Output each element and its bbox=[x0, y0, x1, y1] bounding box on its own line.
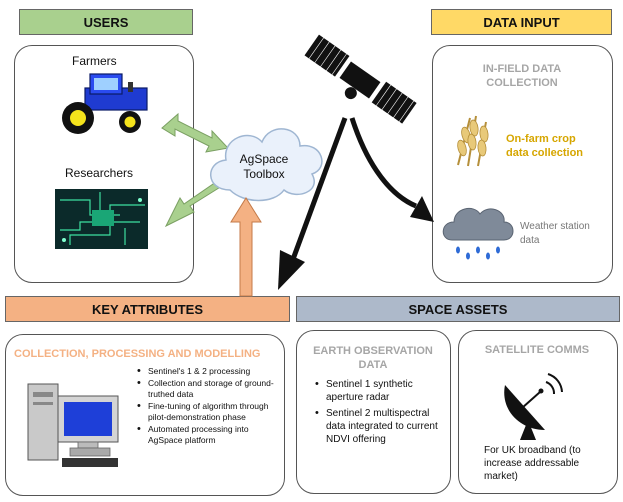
key-attributes-header: KEY ATTRIBUTES bbox=[5, 296, 290, 322]
researchers-label: Researchers bbox=[65, 166, 134, 180]
eo-list: Sentinel 1 synthetic aperture radar Sent… bbox=[314, 378, 446, 447]
satellite-icon bbox=[303, 33, 418, 125]
circuit-board-icon bbox=[55, 189, 148, 249]
key-attributes-header-label: KEY ATTRIBUTES bbox=[92, 301, 203, 317]
in-field-title: IN-FIELD DATA COLLECTION bbox=[482, 63, 562, 89]
weather-label: Weather station data bbox=[520, 221, 590, 246]
satellite-data-input-arrow bbox=[349, 117, 434, 222]
data-input-card bbox=[432, 45, 613, 283]
data-input-header-label: DATA INPUT bbox=[483, 14, 560, 30]
key-attributes-toolbox-arrow bbox=[230, 197, 262, 297]
key-attribute-item: Collection and storage of ground-truthed… bbox=[137, 378, 276, 400]
eo-bullets: Sentinel 1 synthetic aperture radar Sent… bbox=[314, 378, 446, 446]
eo-bullet-item: Sentinel 1 synthetic aperture radar bbox=[315, 378, 446, 404]
users-toolbox-double-arrow bbox=[161, 112, 229, 153]
satcom-text: For UK broadband (to increase addressabl… bbox=[484, 445, 581, 482]
users-header-label: USERS bbox=[83, 14, 129, 30]
cpm-title: COLLECTION, PROCESSING AND MODELLING bbox=[14, 348, 261, 360]
toolbox-researchers-arrow bbox=[164, 181, 223, 228]
satellite-comms-card bbox=[458, 330, 618, 494]
eo-bullet-item: Sentinel 2 multispectral data integrated… bbox=[315, 407, 446, 446]
satellite-dish-icon bbox=[504, 373, 563, 440]
agspace-cloud-icon bbox=[210, 128, 323, 202]
data-input-header: DATA INPUT bbox=[431, 9, 612, 35]
toolbox-label: AgSpace Toolbox bbox=[239, 152, 289, 181]
key-attribute-item: Sentinel's 1 & 2 processing bbox=[137, 366, 276, 377]
crop-label: On-farm crop data collection bbox=[506, 133, 584, 159]
space-assets-header-label: SPACE ASSETS bbox=[408, 301, 508, 317]
key-attributes-list: Sentinel's 1 & 2 processing Collection a… bbox=[136, 366, 276, 447]
satcom-title: SATELLITE COMMS bbox=[484, 344, 590, 356]
computer-icon bbox=[27, 383, 119, 467]
eo-title: EARTH OBSERVATION DATA bbox=[313, 345, 433, 371]
users-header: USERS bbox=[19, 9, 193, 35]
wheat-icon bbox=[457, 115, 489, 167]
farmers-label: Farmers bbox=[72, 54, 117, 68]
tractor-icon bbox=[62, 73, 148, 134]
satellite-key-attributes-arrow bbox=[278, 117, 348, 290]
rain-cloud-icon bbox=[442, 207, 514, 260]
key-attribute-item: Automated processing into AgSpace platfo… bbox=[137, 424, 276, 446]
key-attributes-bullets: Sentinel's 1 & 2 processing Collection a… bbox=[136, 366, 276, 446]
key-attribute-item: Fine-tuning of algorithm through pilot-d… bbox=[137, 401, 276, 423]
space-assets-header: SPACE ASSETS bbox=[296, 296, 620, 322]
